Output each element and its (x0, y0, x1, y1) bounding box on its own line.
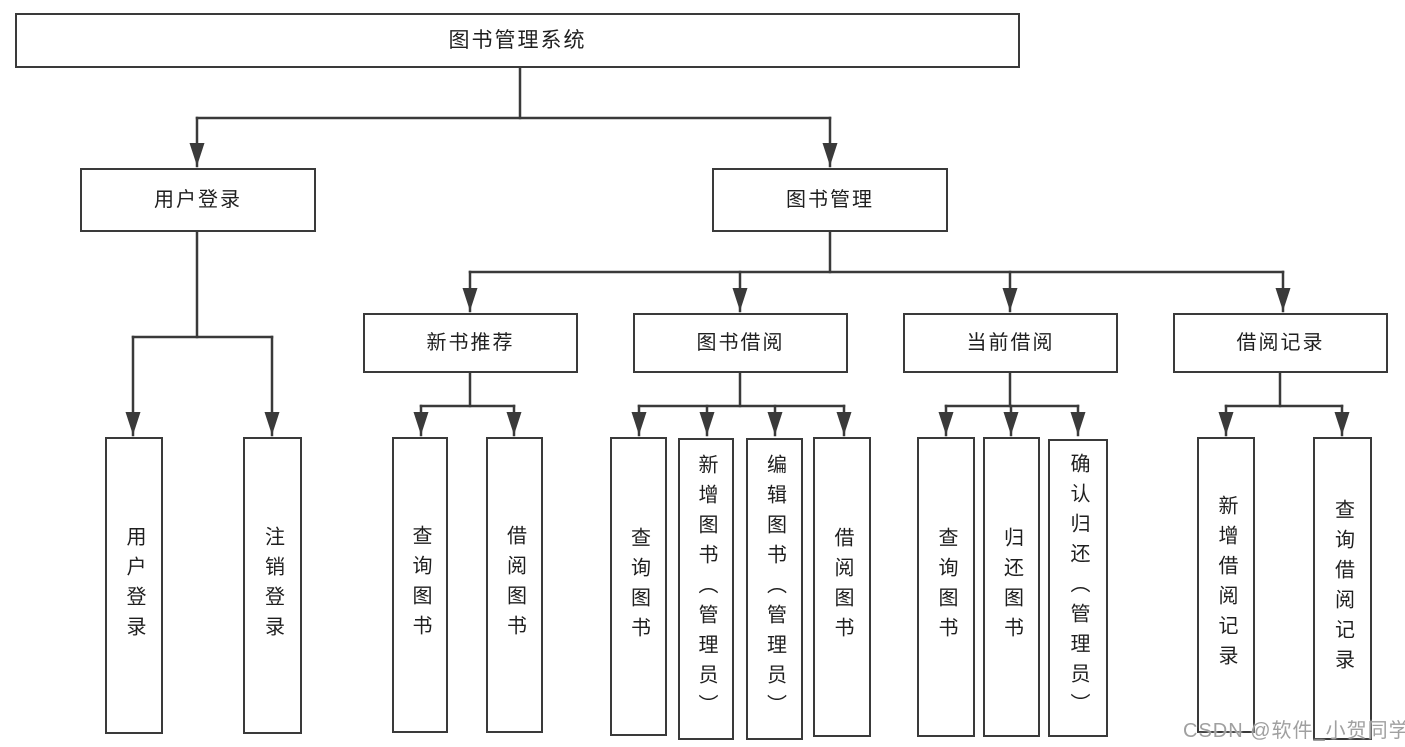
node-borrowing-records: 借阅记录 (1173, 313, 1388, 373)
leaf-query-borrow-record: 查询借阅记录 (1313, 437, 1372, 740)
leaf-user-login: 用户登录 (105, 437, 163, 734)
node-user-login-label: 用户登录 (154, 189, 242, 211)
node-borrowing-records-label: 借阅记录 (1236, 332, 1325, 354)
node-new-book-recommend-label: 新书推荐 (426, 332, 515, 354)
leaf-borrow-book-under-borrowing-label: 借阅图书 (831, 527, 853, 647)
leaf-return-book-label: 归还图书 (1000, 527, 1023, 647)
connector-new-book-children (413, 371, 522, 437)
leaf-logout: 注销登录 (243, 437, 302, 734)
node-new-book-recommend: 新书推荐 (363, 313, 578, 373)
leaf-add-borrow-record-label: 新增借阅记录 (1215, 495, 1237, 675)
leaf-logout-label: 注销登录 (261, 525, 284, 646)
connector-root-to-level2 (189, 65, 838, 168)
leaf-query-book-under-recommend-label: 查询图书 (409, 525, 431, 645)
node-book-management: 图书管理 (712, 168, 948, 232)
leaf-confirm-return-admin-label: 确认归还（管理员） (1067, 453, 1089, 723)
node-user-login: 用户登录 (80, 168, 316, 232)
csdn-watermark: CSDN @软件_小贺同学 (1183, 720, 1405, 742)
node-library-system-label: 图书管理系统 (448, 29, 587, 52)
leaf-query-book-under-recommend: 查询图书 (392, 437, 448, 733)
leaf-add-book-admin: 新增图书（管理员） (678, 438, 734, 740)
leaf-borrow-book-under-borrowing: 借阅图书 (813, 437, 871, 737)
connector-user-login-children (125, 230, 280, 437)
leaf-edit-book-admin-label: 编辑图书（管理员） (763, 454, 786, 724)
leaf-borrow-book-under-recommend-label: 借阅图书 (503, 525, 526, 645)
leaf-query-book-under-borrowing-label: 查询图书 (627, 526, 650, 647)
node-book-management-label: 图书管理 (786, 189, 874, 211)
leaf-query-borrow-record-label: 查询借阅记录 (1331, 498, 1354, 679)
connector-current-borrowing-children (938, 371, 1086, 437)
leaf-confirm-return-admin: 确认归还（管理员） (1048, 439, 1108, 737)
node-current-borrowing-label: 当前借阅 (966, 332, 1055, 354)
leaf-borrow-book-under-recommend: 借阅图书 (486, 437, 543, 733)
connector-book-borrowing-children (631, 371, 852, 437)
node-book-borrowing-label: 图书借阅 (696, 332, 785, 354)
node-book-borrowing: 图书借阅 (633, 313, 848, 373)
leaf-query-book-under-borrowing: 查询图书 (610, 437, 667, 736)
node-library-system: 图书管理系统 (15, 13, 1020, 68)
leaf-query-book-under-current: 查询图书 (917, 437, 975, 737)
leaf-add-borrow-record: 新增借阅记录 (1197, 437, 1255, 733)
leaf-user-login-label: 用户登录 (123, 525, 145, 646)
leaf-query-book-under-current-label: 查询图书 (935, 527, 957, 647)
connector-borrowing-records-children (1218, 371, 1350, 437)
leaf-add-book-admin-label: 新增图书（管理员） (695, 454, 717, 724)
node-current-borrowing: 当前借阅 (903, 313, 1118, 373)
leaf-return-book: 归还图书 (983, 437, 1040, 737)
leaf-edit-book-admin: 编辑图书（管理员） (746, 438, 803, 740)
connector-book-management-children (462, 230, 1291, 313)
